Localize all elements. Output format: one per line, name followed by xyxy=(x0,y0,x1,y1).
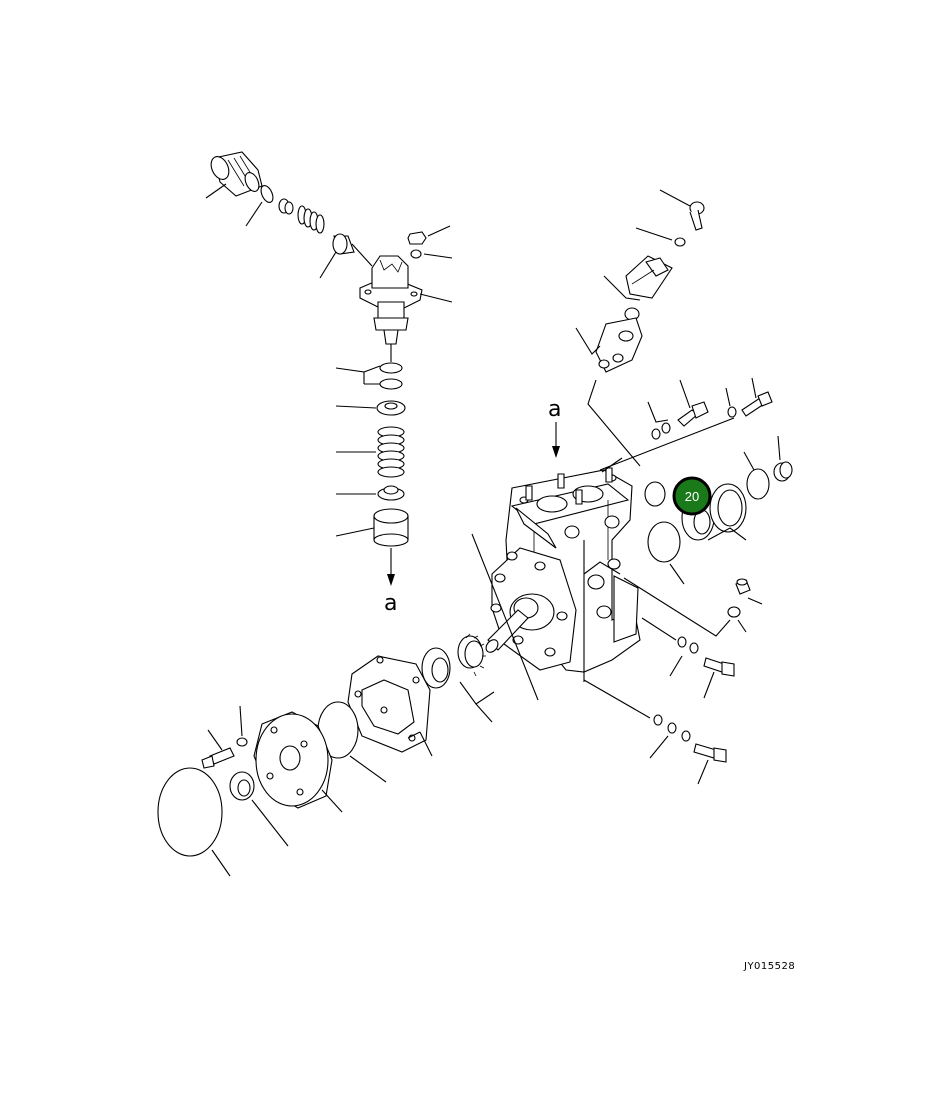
drawing-number: JY015528 xyxy=(744,961,796,972)
pump-front-flange-part xyxy=(490,547,577,671)
leader-line xyxy=(321,789,343,813)
hex-bolt-part xyxy=(693,743,727,763)
leader-line xyxy=(207,729,223,751)
flange-gasket-part xyxy=(595,317,643,373)
stud-part xyxy=(525,467,613,505)
leader-line xyxy=(659,189,691,207)
leader-line xyxy=(459,681,495,723)
leader-line xyxy=(669,563,685,585)
sleeve-part xyxy=(332,233,355,255)
spring-seat-part xyxy=(377,485,405,501)
drive-shaft-part xyxy=(485,609,529,653)
leader-line xyxy=(427,225,451,237)
small-spring-part xyxy=(297,205,325,234)
washer-part xyxy=(410,249,422,259)
o-ring-part xyxy=(644,481,666,507)
leader-line xyxy=(349,755,387,783)
leader-line xyxy=(575,327,601,355)
callout-20-label: 20 xyxy=(685,489,699,504)
leader-line xyxy=(471,533,539,701)
solenoid-valve-part xyxy=(625,255,673,299)
hex-bolt-part xyxy=(741,391,773,417)
leader-line xyxy=(319,251,337,279)
banjo-bolt-part xyxy=(735,578,751,595)
hex-bolt-part xyxy=(703,657,735,677)
leader-line xyxy=(419,293,453,303)
leader-line xyxy=(737,619,747,633)
leader-line xyxy=(245,201,263,227)
view-label-a-top: a xyxy=(548,397,561,422)
leader-line xyxy=(725,387,731,407)
bearing-seal-part xyxy=(421,647,451,689)
leader-line xyxy=(679,379,691,409)
leader-line xyxy=(335,527,375,537)
leader-line xyxy=(335,365,381,385)
leader-line xyxy=(335,405,377,409)
leader-line xyxy=(751,377,757,399)
hex-bolt-part xyxy=(201,747,235,769)
tappet-part xyxy=(373,508,409,547)
seal-ring-part xyxy=(709,483,747,533)
o-ring-pair-part xyxy=(379,362,403,390)
bolt-part xyxy=(689,201,705,231)
washer-part xyxy=(236,737,248,747)
leader-line xyxy=(603,275,641,301)
leader-line xyxy=(747,597,763,605)
leader-line xyxy=(583,679,669,759)
adapter-plate-part xyxy=(347,655,431,753)
leader-line xyxy=(743,451,755,471)
leader-line xyxy=(423,253,453,259)
gear-part xyxy=(457,633,486,677)
view-label-a-bottom: a xyxy=(384,591,397,616)
leader-line xyxy=(641,617,683,677)
oil-seal-part xyxy=(229,771,255,801)
large-gasket-part xyxy=(157,767,223,857)
washer-pair-part xyxy=(677,636,699,654)
leader-line xyxy=(251,799,289,847)
washer-part xyxy=(727,606,741,618)
washer-set-part xyxy=(653,714,691,742)
bushing-part xyxy=(773,461,793,482)
nut-part xyxy=(407,231,427,245)
leader-line xyxy=(703,671,715,699)
leader-line xyxy=(777,435,781,461)
callout-20-badge[interactable]: 20 xyxy=(672,476,712,516)
leader-line xyxy=(211,849,231,877)
connector-line xyxy=(583,561,621,575)
retainer-part xyxy=(376,400,406,416)
drive-cover-part xyxy=(253,711,333,809)
leader-line xyxy=(707,527,747,541)
o-ring-part xyxy=(624,307,640,321)
view-arrow-head xyxy=(387,574,395,586)
thrust-washer-part xyxy=(746,468,770,500)
leader-line xyxy=(407,731,433,757)
valve-body-part xyxy=(359,255,423,352)
leader-line xyxy=(635,227,673,241)
small-plug-part xyxy=(278,198,294,215)
connector-line xyxy=(599,417,735,471)
leader-line xyxy=(351,243,373,267)
fitting-body-part xyxy=(210,151,263,197)
leader-line xyxy=(697,759,709,785)
leader-line xyxy=(239,705,243,737)
hex-bolt-part xyxy=(677,401,709,427)
main-spring-part xyxy=(377,426,405,478)
o-ring-part xyxy=(260,185,274,203)
washer-part xyxy=(727,406,737,418)
washer-pair-part xyxy=(651,422,671,440)
leader-line xyxy=(205,183,227,199)
washer-part xyxy=(674,237,686,247)
leader-line xyxy=(647,401,669,423)
connector-line xyxy=(587,379,641,467)
o-ring-large-part xyxy=(647,521,681,563)
connector-line xyxy=(623,577,731,637)
leader-line xyxy=(601,457,623,473)
view-arrow-head xyxy=(552,446,560,458)
